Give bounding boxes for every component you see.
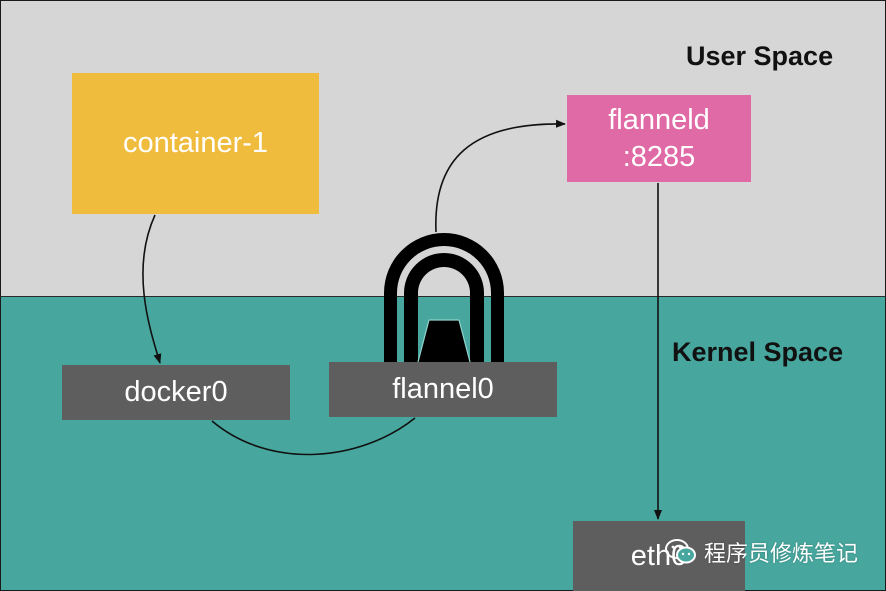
flannel0-box: flannel0 xyxy=(329,362,557,417)
container-1-label: container-1 xyxy=(122,127,269,160)
flanneld-label: flanneld xyxy=(608,104,710,137)
kernel-space-label: Kernel Space xyxy=(672,337,844,367)
docker0-box: docker0 xyxy=(62,365,290,420)
docker0-label: docker0 xyxy=(124,376,228,409)
flanneld-port-label: :8285 xyxy=(622,140,696,173)
eth0-box: eth0 xyxy=(573,521,745,591)
watermark-text: 程序员修炼笔记 xyxy=(704,542,859,567)
flanneld-box: flanneld :8285 xyxy=(567,95,751,182)
watermark: 程序员修炼笔记 xyxy=(664,534,858,570)
user-space-label: User Space xyxy=(686,41,834,71)
container-1-box: container-1 xyxy=(72,73,319,214)
wechat-icon xyxy=(665,539,696,564)
flannel0-label: flannel0 xyxy=(392,373,494,406)
